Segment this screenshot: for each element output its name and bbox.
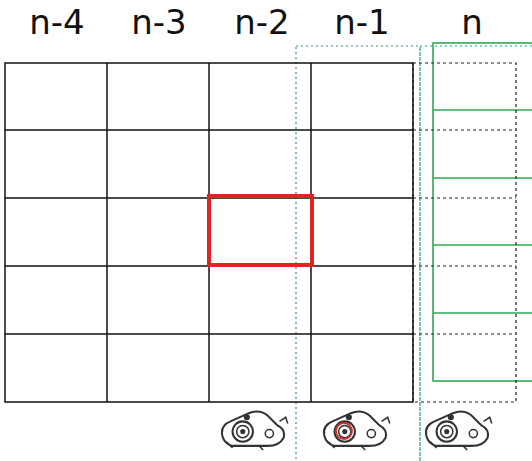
robot-icon xyxy=(222,412,288,450)
column-label: n-4 xyxy=(29,2,84,42)
main-grid xyxy=(5,63,413,402)
region-outline xyxy=(420,46,532,461)
column-label: n-2 xyxy=(234,2,289,42)
dashed-column xyxy=(413,63,516,402)
green-column xyxy=(433,43,532,381)
highlight-cell xyxy=(209,196,312,265)
column-label: n-3 xyxy=(131,2,186,42)
robot-highlight xyxy=(336,423,352,439)
region-outline xyxy=(296,46,420,461)
robot-icon xyxy=(426,412,492,450)
column-label: n xyxy=(461,2,483,42)
column-label: n-1 xyxy=(334,2,389,42)
robot-icon xyxy=(324,412,390,450)
